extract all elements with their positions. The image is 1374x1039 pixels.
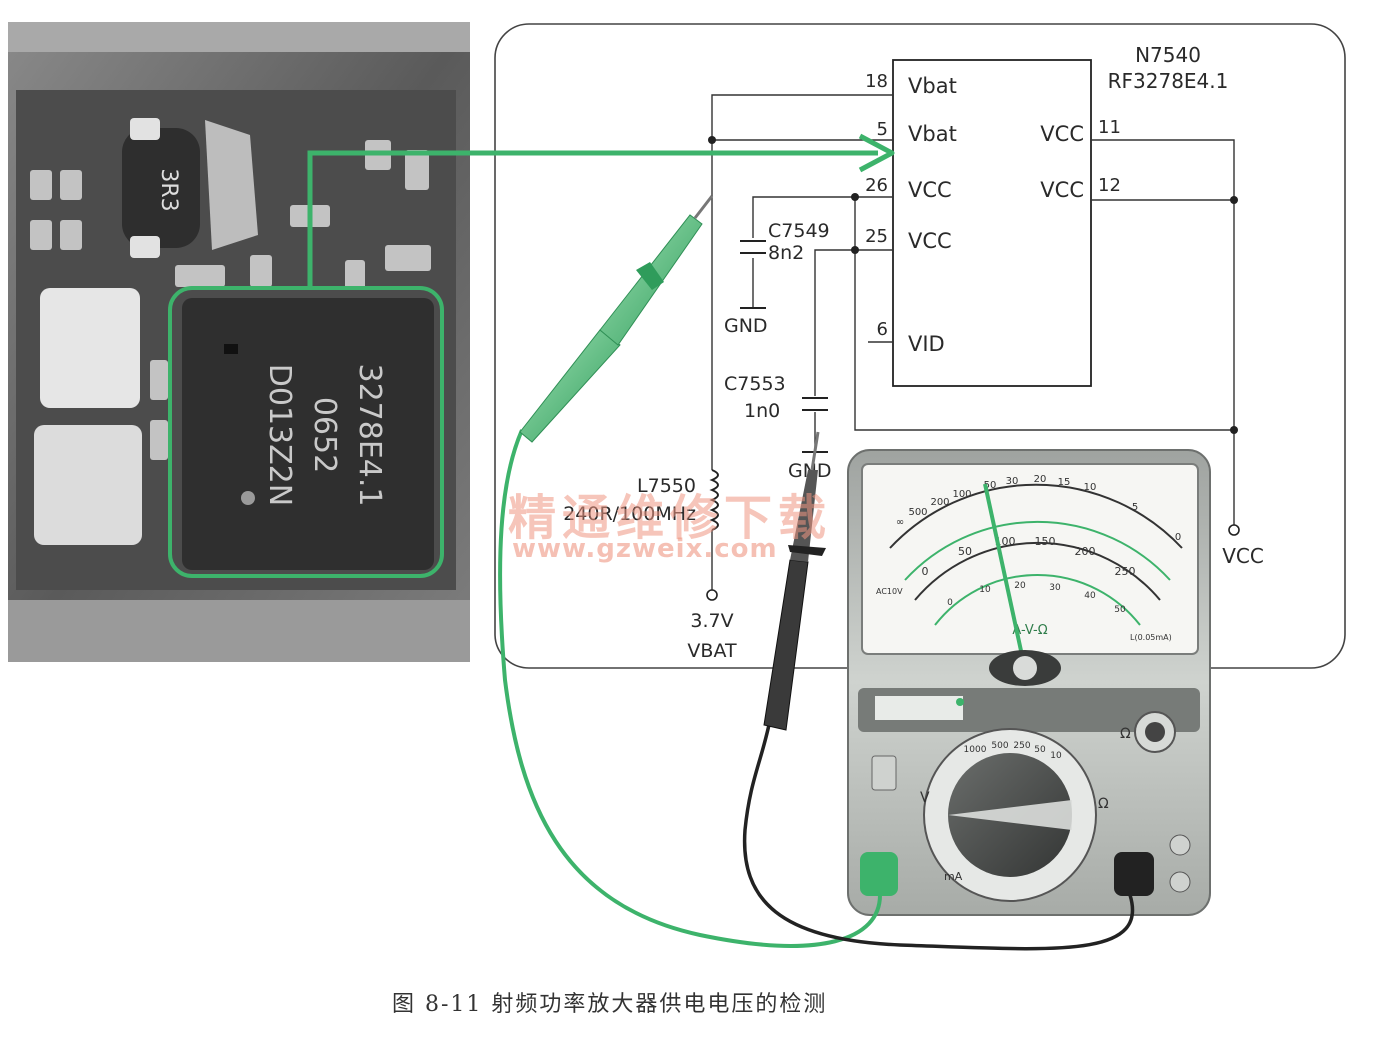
scale-top-7: 15: [1058, 477, 1071, 488]
chip-marking-line1: 3278E4.1: [352, 363, 387, 506]
inductor-3r3: 3R3: [122, 118, 200, 258]
scale-mid-4: 200: [1075, 545, 1096, 558]
pin11-label: VCC: [1040, 122, 1084, 146]
scale-low-1: 10: [979, 585, 991, 595]
l7550-value: 240R/100MHz: [563, 503, 696, 525]
input-jack-black[interactable]: [1114, 852, 1154, 896]
scale-top-3: 100: [952, 489, 971, 500]
pin6-label: VID: [908, 332, 945, 356]
ic-part-number: RF3278E4.1: [1108, 69, 1229, 93]
gnd-label-1: GND: [724, 315, 768, 337]
vbat-terminal: [706, 589, 718, 601]
scale-low-2: 20: [1014, 581, 1026, 591]
range-top-2: 250: [1013, 741, 1030, 751]
watermark-url: www.gzweix.com: [512, 534, 778, 564]
l7550-name: L7550: [637, 475, 696, 497]
watermark-title: 精通维修下载: [508, 490, 833, 546]
ic-n7540: [892, 59, 1092, 387]
ma-label: mA: [944, 870, 963, 883]
range-top-1: 500: [991, 741, 1008, 751]
scale-top-2: 200: [930, 497, 949, 508]
pin18-label: Vbat: [908, 74, 957, 98]
pin26-number: 26: [865, 175, 888, 196]
scale-top-6: 20: [1034, 474, 1047, 485]
c7549-value: 8n2: [768, 242, 804, 264]
green-probe: [498, 195, 882, 948]
com-jack-green[interactable]: [860, 852, 898, 896]
range-top-3: 50: [1034, 745, 1046, 755]
scale-top-1: 500: [908, 507, 927, 518]
scale-mid-1: 50: [958, 545, 972, 558]
scale-mid-5: 250: [1115, 565, 1136, 578]
meter-needle: [983, 483, 1025, 661]
pin11-number: 11: [1098, 117, 1121, 138]
black-probe: [742, 431, 1135, 951]
meter-left-label: AC10V: [876, 587, 903, 596]
c7549-name: C7549: [768, 220, 830, 242]
range-top-0: 1000: [964, 745, 987, 755]
pin5-number: 5: [877, 119, 888, 140]
scale-low-0: 0: [947, 598, 953, 608]
meter-side-button[interactable]: [871, 755, 897, 791]
scale-low-5: 50: [1114, 605, 1126, 615]
pin6-number: 6: [877, 319, 888, 340]
scale-low-3: 30: [1049, 583, 1061, 593]
scale-top-9: 5: [1132, 502, 1138, 513]
pin25-number: 25: [865, 226, 888, 247]
pin26-label: VCC: [908, 178, 952, 202]
scale-top-4: 50: [984, 480, 997, 491]
capacitor-c7549: [740, 240, 766, 309]
scale-low-4: 40: [1084, 591, 1096, 601]
range-top-4: 10: [1050, 751, 1062, 761]
meter-right-label: L(0.05mA): [1130, 633, 1172, 642]
scale-mid-0: 0: [922, 565, 929, 578]
schematic-panel: N7540 RF3278E4.1 Vbat Vbat VCC VCC VID 1…: [494, 23, 1346, 669]
vbat-label: VBAT: [687, 640, 737, 662]
ohm-adjust-symbol: Ω: [1120, 726, 1131, 742]
volt-symbol: V: [920, 790, 930, 806]
pin18-number: 18: [865, 71, 888, 92]
vbat-voltage: 3.7V: [690, 610, 733, 632]
analog-multimeter: ∞ 500 200 100 50 30 20 15 10 5 0 0 50 10…: [847, 449, 1211, 916]
ic-name: N7540: [1135, 43, 1201, 67]
chip-marking-line3: D013Z2N: [262, 364, 297, 506]
scale-top-0: ∞: [896, 517, 904, 528]
pin25-label: VCC: [908, 229, 952, 253]
ohm-symbol: Ω: [1098, 796, 1109, 812]
scale-mid-3: 150: [1035, 535, 1056, 548]
pcb-photo: 3R3 3278E4.1 0652 D013Z2N: [8, 22, 470, 662]
pin-indicator-arrow: [307, 133, 895, 290]
figure-caption: 图 8-11 射频功率放大器供电电压的检测: [392, 992, 828, 1017]
vcc-label: VCC: [1222, 544, 1264, 568]
scale-top-5: 30: [1006, 476, 1019, 487]
pin5-label: Vbat: [908, 122, 957, 146]
inductor-l7550: [709, 469, 719, 531]
scale-top-10: 0: [1175, 532, 1181, 543]
chip-marking-line2: 0652: [307, 397, 342, 473]
pa-chip-photo: 3278E4.1 0652 D013Z2N: [168, 286, 444, 578]
c7553-name: C7553: [724, 373, 786, 395]
inductor-marking: 3R3: [156, 168, 181, 211]
pin12-number: 12: [1098, 175, 1121, 196]
c7553-value: 1n0: [744, 400, 780, 422]
pin12-label: VCC: [1040, 178, 1084, 202]
vcc-terminal: [1228, 524, 1240, 536]
scale-top-8: 10: [1084, 482, 1097, 493]
meter-face-label: A-V-Ω: [1012, 623, 1047, 638]
